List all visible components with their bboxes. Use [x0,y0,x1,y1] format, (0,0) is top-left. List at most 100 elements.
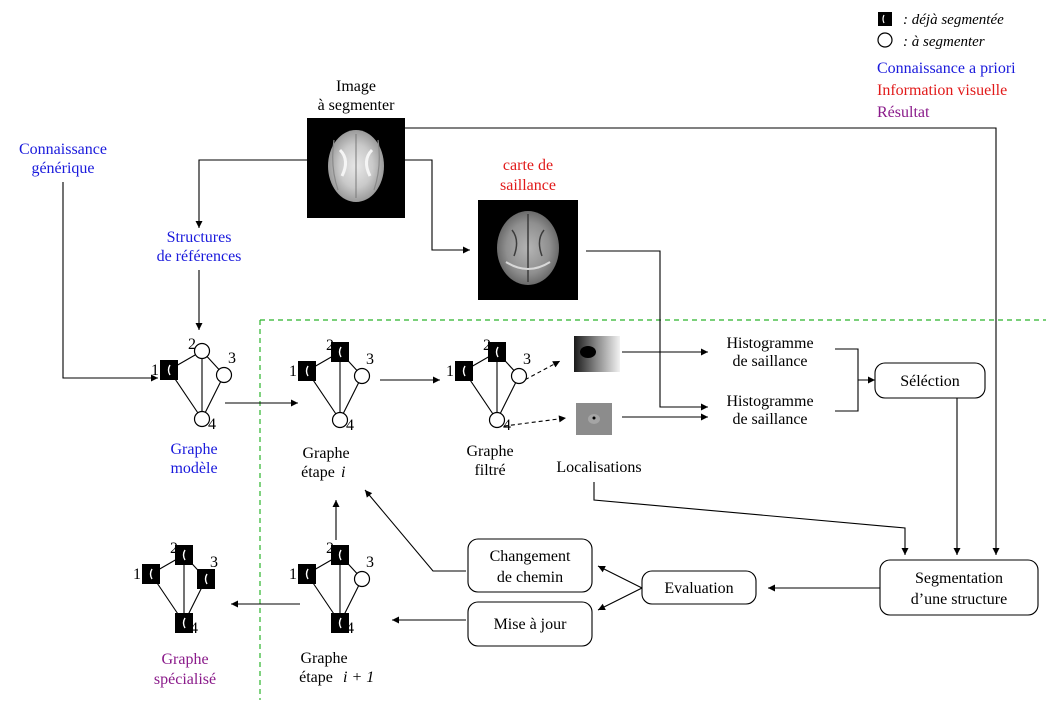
segmentation-label-1: Segmentation [915,570,1003,587]
graph-specialized: 1 2 3 4 [133,540,218,637]
structure-mark [167,364,171,376]
update-box: Mise à jour [467,601,593,647]
graph-node-label: 1 [446,363,454,380]
graph-specialized-caption-1: Graphe [161,651,208,668]
legend-result: Résultat [877,104,930,121]
arrow-localisations-to-segmentation [593,482,909,555]
bracket-histos [835,348,859,412]
legend: : déjà segmentée : à segmenter Connaissa… [877,12,1016,121]
localisation-image-2 [576,403,612,435]
structure-mark [305,568,309,580]
graph-node-label: 2 [170,540,178,557]
graph-node-label: 3 [210,554,218,571]
evaluation-label: Evaluation [664,580,733,597]
graph-node-label: 4 [346,417,354,434]
graph-node-label: 1 [151,362,159,379]
graph-edge [339,375,363,421]
structure-mark [204,573,208,585]
graph-node-label: 2 [483,337,491,354]
structure-mark [305,365,309,377]
saliency-title-1: carte de [503,157,553,174]
path-change-label-1: Changement [490,548,571,565]
graph-step-i1-caption-2: étape [299,669,333,686]
graph-node-label: 1 [289,566,297,583]
graph-node-to-segment [193,410,211,428]
input-image-title-2: à segmenter [318,97,396,114]
graph-step-i-caption-2: étape [301,464,335,481]
graph-node-label: 2 [188,336,196,353]
graph-step-i1-var: i + 1 [343,669,374,686]
input-image-title-1: Image [336,78,376,95]
graph-node-to-segment [353,367,371,385]
connectors [62,127,1000,624]
graph-step-i-var: i [341,464,345,481]
localisations-label: Localisations [556,459,641,476]
arrow-path-change-to-step-i [364,489,466,572]
path-change-box: Changement de chemin [467,538,593,593]
graph-model-caption-2: modèle [170,460,217,477]
graph-node-label: 3 [228,350,236,367]
graph-node-to-segment [510,367,528,385]
histogram-2-label-2: de saillance [732,411,807,428]
generic-knowledge-2: générique [31,160,94,177]
structure-mark [338,549,342,561]
structure-mark [338,617,342,629]
saliency-title-2: saillance [500,177,556,194]
graph-node-label: 3 [366,554,374,571]
legend-prior-knowledge: Connaissance a priori [877,60,1016,77]
structure-mark [149,568,153,580]
graph-node-to-segment [215,366,233,384]
structure-mark [182,617,186,629]
histogram-1-label-1: Histogramme [726,335,813,352]
graph-node-label: 4 [208,416,216,433]
graph-node-label: 2 [326,337,334,354]
structure-mark [495,346,499,358]
graph-node-label: 4 [346,620,354,637]
legend-to-segment-icon [877,32,893,48]
graph-edge [201,374,225,420]
arrow-saliency-to-histo2 [586,250,708,411]
graph-filtered-caption-1: Graphe [466,443,513,460]
graph-edge [496,375,520,421]
graph-filtered-caption-2: filtré [474,462,505,479]
arrow-image-to-refs [195,159,307,228]
arrow-generic-to-model [62,182,158,382]
graph-node-to-segment [331,411,349,429]
legend-visual-info: Information visuelle [877,82,1007,99]
graph-node-label: 3 [523,351,531,368]
path-change-label-2: de chemin [497,569,563,586]
graph-node-label: 4 [190,620,198,637]
arrow-node4-to-loc2-dashed [496,415,567,428]
graph-node-label: 3 [366,351,374,368]
graph-filtered: 1 2 3 4 [446,337,531,434]
graph-node-to-segment [488,411,506,429]
graph-node-to-segment [193,342,211,360]
graph-model: 1 2 3 4 [151,336,236,433]
arrow-image-to-segmentation [405,127,1000,555]
legend-segmented-label: : déjà segmentée [903,12,1004,28]
graph-model-caption-1: Graphe [170,441,217,458]
graph-node-label: 2 [326,540,334,557]
graph-node-to-segment [353,570,371,588]
graph-node-label: 1 [133,566,141,583]
segmentation-box: Segmentation d’une structure [879,559,1039,616]
structure-mark [182,549,186,561]
arrow-evaluation-to-update [597,587,643,611]
graph-step-i1-caption-1: Graphe [300,650,347,667]
arrow-evaluation-to-path-change [597,565,643,589]
graph-specialized-caption-2: spécialisé [154,671,216,688]
histogram-2-label-1: Histogramme [726,393,813,410]
legend-to-segment-label: : à segmenter [903,34,985,50]
graph-node-label: 4 [503,417,511,434]
arrow-image-to-saliency [405,159,470,254]
saliency-map-image [478,200,578,300]
histogram-1-label-2: de saillance [732,353,807,370]
structure-mark [338,346,342,358]
structure-mark [462,365,466,377]
reference-structures-1: Structures [167,229,232,246]
reference-structures-2: de références [157,248,242,265]
